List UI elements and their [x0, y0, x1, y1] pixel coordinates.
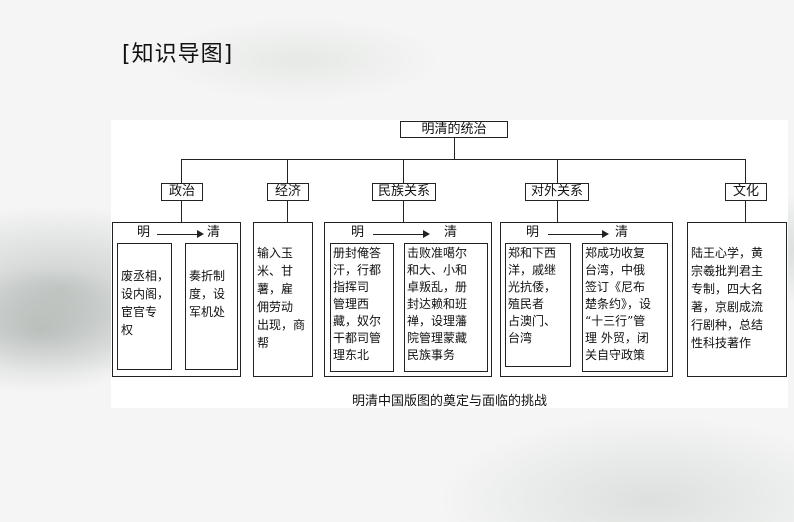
politics-qing-box [185, 243, 238, 370]
mind-map-panel: 明清的统治 政治 经济 民族关系 对外关系 文化 明 清 废丞相， 设内阁， 宦… [111, 120, 788, 408]
culture-text: 陆王心学，黄 宗羲批判君主 专制，四大名 著，京剧成流 行剧种，总结 性科技著作 [691, 246, 764, 350]
politics-qing-text: 奏折制 度，设 军机处 [189, 269, 226, 319]
dynasty-ming-label: 明 [351, 225, 365, 240]
category-ethnic: 民族关系 [372, 183, 436, 201]
category-foreign: 对外关系 [525, 183, 589, 201]
arrow-head-icon [423, 230, 430, 238]
connector [557, 159, 558, 183]
ethnic-ming-text: 册封俺答 汗，行都 指挥司 管理西 藏，奴尔 干都司管 理东北 [333, 246, 382, 362]
arrow [373, 234, 424, 235]
page-title: [知识导图] [122, 42, 234, 67]
politics-ming-box [117, 243, 172, 370]
arrow-head-icon [197, 230, 204, 238]
connector [181, 159, 182, 183]
foreign-ming-box [505, 243, 571, 367]
dynasty-qing-label: 清 [444, 225, 458, 240]
connector [181, 159, 745, 160]
connector [557, 201, 558, 222]
dynasty-qing-label: 清 [615, 225, 629, 240]
dynasty-ming-label: 明 [137, 225, 151, 240]
connector [403, 159, 404, 183]
connector [403, 201, 404, 222]
politics-ming-text: 废丞相， 设内阁， 宦官专 权 [121, 269, 170, 337]
connector [745, 201, 746, 222]
category-politics: 政治 [161, 183, 203, 201]
diagram-caption: 明清中国版图的奠定与面临的挑战 [351, 394, 547, 409]
connector [287, 201, 288, 222]
connector [745, 159, 746, 183]
arrow-head-icon [602, 230, 609, 238]
root-node: 明清的统治 [400, 121, 508, 138]
economy-box [253, 222, 313, 377]
foreign-ming-text: 郑和下西 洋，戚继 光抗倭， 殖民者 占澳门、 台湾 [508, 246, 557, 345]
culture-box [687, 222, 787, 377]
category-economy: 经济 [267, 183, 309, 201]
ethnic-qing-text: 击败准噶尔 和大、小和 卓叛乱，册 封达赖和班 禅，设理藩 院管理蒙藏 民族事务 [407, 246, 468, 362]
ethnic-ming-box [330, 243, 394, 372]
connector [181, 201, 182, 222]
arrow [548, 234, 603, 235]
category-culture: 文化 [725, 183, 767, 201]
foreign-qing-text: 郑成功收复 台湾，中俄 签订《尼布 楚条约》，设 “十三行”管 理 外贸，闭 关… [585, 246, 652, 362]
dynasty-ming-label: 明 [526, 225, 540, 240]
arrow [157, 234, 198, 235]
foreign-qing-box [582, 243, 668, 372]
ethnic-qing-box [404, 243, 488, 372]
dynasty-qing-label: 清 [207, 225, 221, 240]
connector [454, 138, 455, 159]
connector [287, 159, 288, 183]
economy-text: 输入玉 米、甘 薯，雇 佣劳动 出现，商 帮 [257, 246, 306, 350]
